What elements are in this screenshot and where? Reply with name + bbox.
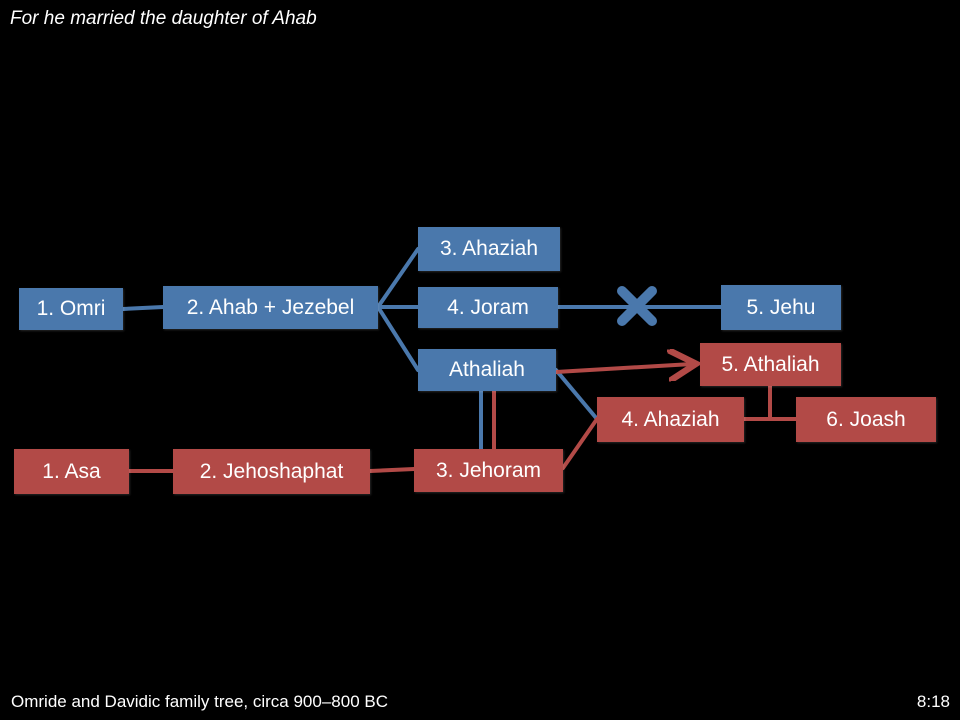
node-ahaziah-davidic: 4. Ahaziah [597, 397, 744, 442]
footer-caption: Omride and Davidic family tree, circa 90… [11, 692, 388, 711]
cross-icon [617, 286, 657, 326]
connector-jehoram-ahaziah [561, 417, 599, 470]
connector-ahab-athaliah [376, 305, 420, 372]
arrow-athaliah-to-queen [554, 364, 692, 372]
slide-title: For he married the daughter of Ahab [10, 8, 317, 29]
node-athaliah: Athaliah [418, 349, 556, 391]
node-athaliah-queen: 5. Athaliah [700, 343, 841, 386]
node-omri: 1. Omri [19, 288, 123, 330]
footer-timestamp: 8:18 [916, 692, 950, 711]
connector-athaliah-ahaziah-blue [554, 368, 599, 421]
node-jehoshaphat: 2. Jehoshaphat [173, 449, 370, 494]
connector-jehoshaphat-jehoram [368, 467, 416, 473]
node-ahaziah-omride: 3. Ahaziah [418, 227, 560, 271]
node-joash: 6. Joash [796, 397, 936, 442]
node-jehu: 5. Jehu [721, 285, 841, 330]
node-asa: 1. Asa [14, 449, 129, 494]
node-ahab-jezebel: 2. Ahab + Jezebel [163, 286, 378, 329]
node-joram: 4. Joram [418, 287, 558, 328]
davidic-connectors [127, 364, 798, 473]
node-jehoram: 3. Jehoram [414, 449, 563, 492]
connector-ahab-ahaziah [376, 247, 420, 309]
connector-omri-ahab [121, 305, 165, 311]
